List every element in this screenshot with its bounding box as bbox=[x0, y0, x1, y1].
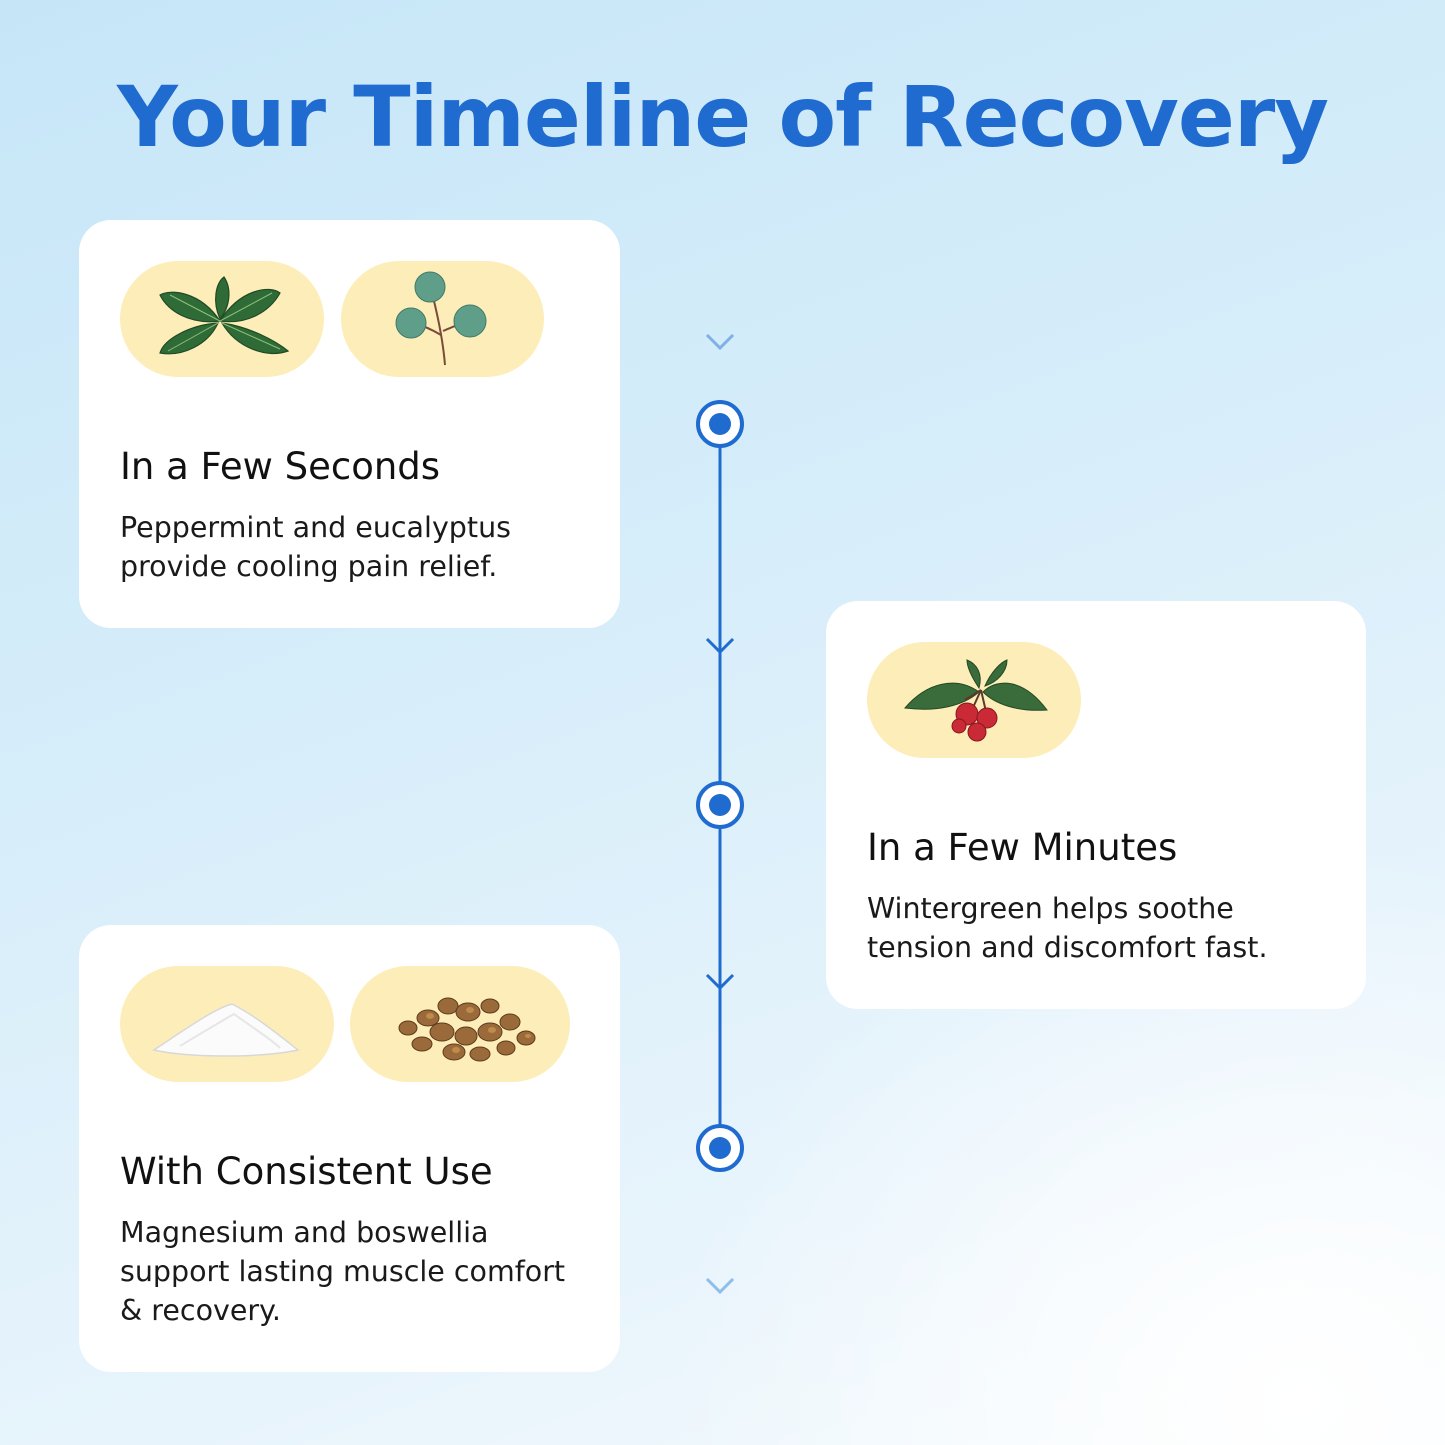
timeline-marker bbox=[696, 400, 744, 448]
card-text: Wintergreen helps soothe tension and dis… bbox=[867, 892, 1268, 964]
boswellia-resin-icon bbox=[398, 997, 536, 1062]
peppermint-leaf-icon bbox=[159, 276, 290, 355]
card-text: Magnesium and boswellia support lasting … bbox=[120, 1216, 566, 1327]
timeline-arrow-icon bbox=[705, 637, 735, 655]
timeline-card-minutes: In a Few Minutes Wintergreen helps sooth… bbox=[826, 601, 1366, 1009]
ingredient-pill bbox=[120, 966, 334, 1082]
card-heading: In a Few Seconds bbox=[120, 445, 441, 488]
card-heading: With Consistent Use bbox=[120, 1150, 493, 1193]
ingredient-pill bbox=[120, 261, 324, 377]
page-title: Your Timeline of Recovery bbox=[116, 68, 1329, 166]
timeline-arrow-icon bbox=[705, 333, 735, 351]
wintergreen-berries-icon bbox=[904, 659, 1048, 742]
eucalyptus-sprig-icon bbox=[395, 271, 487, 366]
timeline-card-seconds: In a Few Seconds Peppermint and eucalypt… bbox=[79, 220, 620, 628]
ingredient-pill bbox=[350, 966, 570, 1082]
timeline-marker bbox=[696, 781, 744, 829]
timeline-arrow-icon bbox=[705, 973, 735, 991]
magnesium-powder-icon bbox=[152, 1003, 300, 1057]
timeline-arrow-icon bbox=[705, 1277, 735, 1295]
timeline-card-consistent-use: With Consistent Use Magnesium and boswel… bbox=[79, 925, 620, 1372]
ingredient-pill bbox=[341, 261, 544, 377]
card-heading: In a Few Minutes bbox=[867, 826, 1178, 869]
card-text: Peppermint and eucalyptus provide coolin… bbox=[120, 511, 511, 583]
timeline-marker bbox=[696, 1124, 744, 1172]
ingredient-pill bbox=[867, 642, 1081, 758]
